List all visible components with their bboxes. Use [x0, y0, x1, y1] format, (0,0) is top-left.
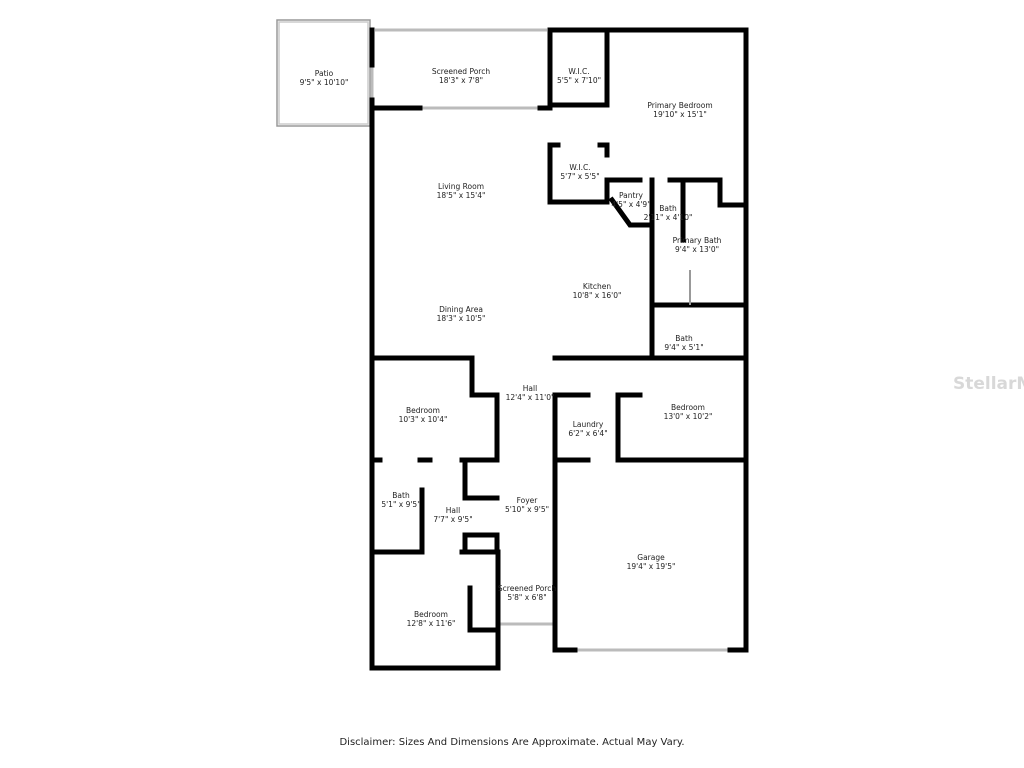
watermark-logo: StellarMLS [953, 374, 1024, 394]
room-name: Kitchen [582, 282, 612, 291]
room-name: Laundry [572, 420, 604, 429]
room-size: 4'5" x 4'9" [611, 200, 651, 209]
room-name: Bedroom [406, 406, 440, 415]
patio-outline [276, 19, 371, 127]
room-size: 6'2" x 6'4" [568, 429, 608, 438]
walls [369, 27, 749, 671]
room-name: Bedroom [414, 610, 448, 619]
room-size: 9'5" x 10'10" [299, 78, 349, 87]
room-name: Hall [445, 506, 461, 515]
room-label-wic-2: W.I.C.5'7" x 5'5" [560, 163, 599, 181]
room-name: Bath [675, 334, 693, 343]
room-size: 5'7" x 5'5" [560, 172, 600, 181]
room-size: 18'3" x 7'8" [438, 76, 484, 85]
room-name: Primary Bedroom [647, 101, 713, 110]
room-size: 9'4" x 5'1" [664, 343, 704, 352]
room-size: 19'10" x 15'1" [653, 110, 707, 119]
room-name: Hall [522, 384, 538, 393]
room-size: 5'5" x 7'10" [556, 76, 602, 85]
room-size: 9'4" x 13'0" [674, 245, 720, 254]
room-size: 7'7" x 9'5" [433, 515, 473, 524]
room-size: 10'8" x 16'0" [572, 291, 622, 300]
room-name: Living Room [437, 182, 485, 191]
room-size: 19'4" x 19'5" [626, 562, 676, 571]
room-name: Foyer [516, 496, 538, 505]
room-label-wic: W.I.C.5'5" x 7'10" [557, 67, 601, 85]
room-name: Pantry [618, 191, 643, 200]
room-name: Primary Bath [672, 236, 722, 245]
room-name: W.I.C. [568, 67, 590, 76]
room-size: 18'3" x 10'5" [436, 314, 486, 323]
room-size: 13'0" x 10'2" [663, 412, 713, 421]
room-size: 18'5" x 15'4" [436, 191, 486, 200]
room-name: Bath [659, 204, 677, 213]
room-size: 5'10" x 9'5" [504, 505, 550, 514]
room-size: 12'4" x 11'0" [505, 393, 555, 402]
room-name: Dining Area [439, 305, 483, 314]
room-name: W.I.C. [569, 163, 591, 172]
room-name: Screened Porch [497, 584, 557, 593]
room-size: 5'1" x 9'5" [381, 500, 421, 509]
room-name: Bedroom [671, 403, 705, 412]
room-name: Bath [392, 491, 410, 500]
room-size: 5'8" x 6'8" [507, 593, 547, 602]
room-size: 10'3" x 10'4" [398, 415, 448, 424]
disclaimer: Disclaimer: Sizes And Dimensions Are App… [339, 737, 685, 748]
room-name: Patio [314, 69, 334, 78]
room-name: Garage [637, 553, 665, 562]
room-name: Screened Porch [431, 67, 491, 76]
room-size: 12'8" x 11'6" [406, 619, 456, 628]
room-size: 2'11" x 4'10" [643, 213, 693, 222]
